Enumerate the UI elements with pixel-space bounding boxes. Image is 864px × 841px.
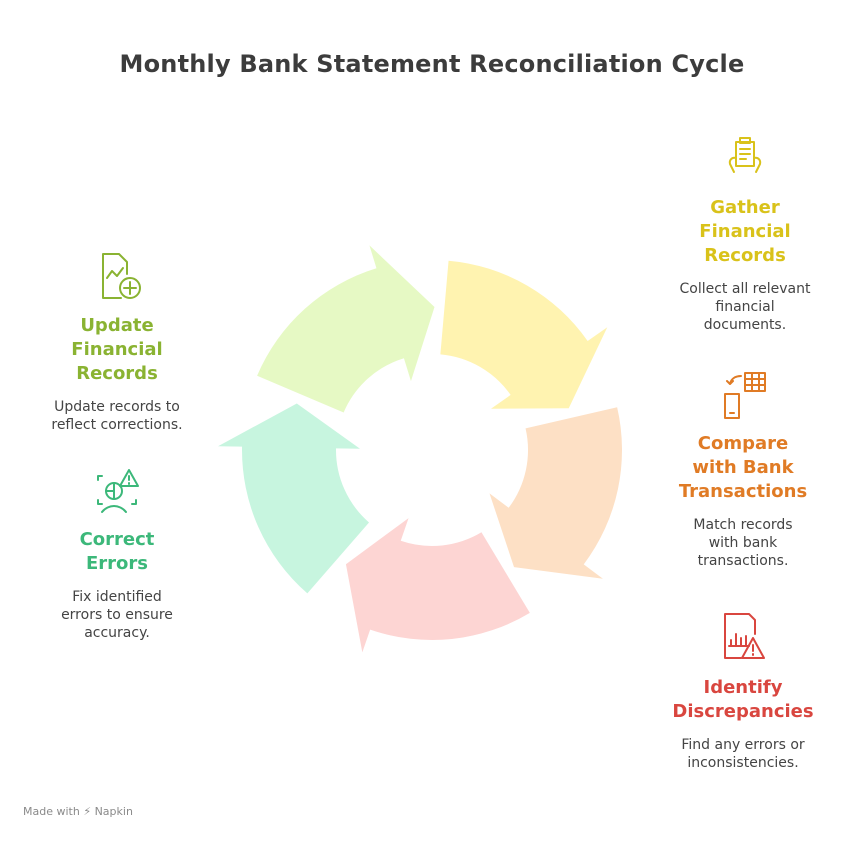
step-update: Update Financial Records Update records …	[32, 248, 202, 434]
arrow-update	[257, 245, 435, 413]
step-title: Gather Financial Records	[699, 197, 791, 266]
step-identify: Identify Discrepancies Find any errors o…	[658, 608, 828, 772]
step-correct: Correct Errors Fix identified errors to …	[32, 464, 202, 642]
phone-table-compare-icon	[724, 372, 766, 419]
step-title: Compare with Bank Transactions	[678, 433, 808, 502]
step-description: Match records with bank transactions.	[693, 517, 793, 569]
document-add-icon	[102, 253, 141, 299]
footer: Made with ⚡ Napkin	[23, 805, 133, 818]
step-title: Update Financial Records	[71, 315, 163, 384]
step-compare: Compare with Bank Transactions Match rec…	[658, 368, 828, 570]
report-warning-icon	[724, 613, 765, 659]
napkin-logo-icon: ⚡	[83, 805, 92, 818]
arrow-compare	[489, 407, 623, 579]
step-title: Identify Discrepancies	[672, 677, 814, 722]
step-title: Correct Errors	[79, 529, 155, 574]
brand-label: Napkin	[94, 805, 133, 818]
step-description: Fix identified errors to ensure accuracy…	[61, 589, 173, 641]
step-description: Find any errors or inconsistencies.	[681, 737, 805, 771]
step-description: Update records to reflect corrections.	[51, 399, 183, 433]
made-with-label: Made with	[23, 805, 80, 818]
arrow-gather	[440, 260, 608, 409]
step-description: Collect all relevant financial documents…	[679, 281, 811, 333]
arrow-correct	[218, 403, 370, 594]
step-gather: Gather Financial Records Collect all rel…	[660, 132, 830, 334]
document-hands-icon	[728, 137, 762, 173]
page-title: Monthly Bank Statement Reconciliation Cy…	[119, 50, 745, 78]
arrow-identify	[345, 518, 530, 653]
chart-warning-icon	[97, 469, 139, 513]
